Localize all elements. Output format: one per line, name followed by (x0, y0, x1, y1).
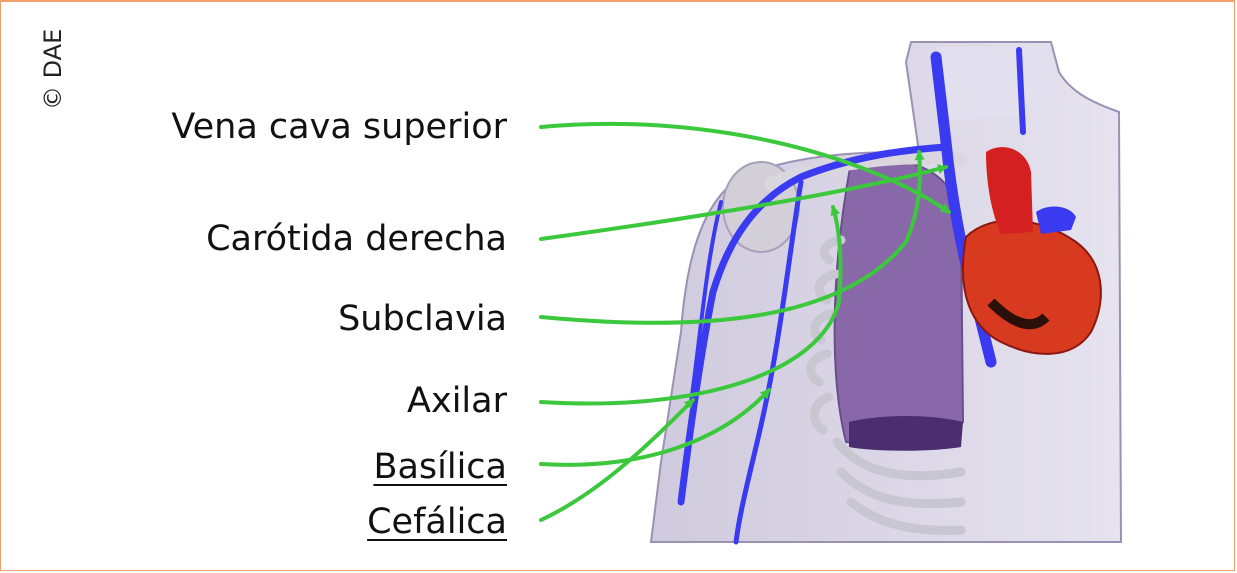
neck-shading (936, 47, 1057, 122)
lung-base (849, 416, 963, 451)
lung (835, 159, 963, 444)
label-vena-cava-superior: Vena cava superior (171, 110, 507, 145)
copyright-notice: © DAE (39, 29, 67, 110)
label-subclavia: Subclavia (338, 302, 507, 337)
label-carotida-derecha: Carótida derecha (206, 222, 507, 257)
label-axilar: Axilar (407, 384, 507, 419)
label-cefalica: Cefálica (367, 505, 507, 540)
label-basilica: Basílica (373, 450, 507, 485)
